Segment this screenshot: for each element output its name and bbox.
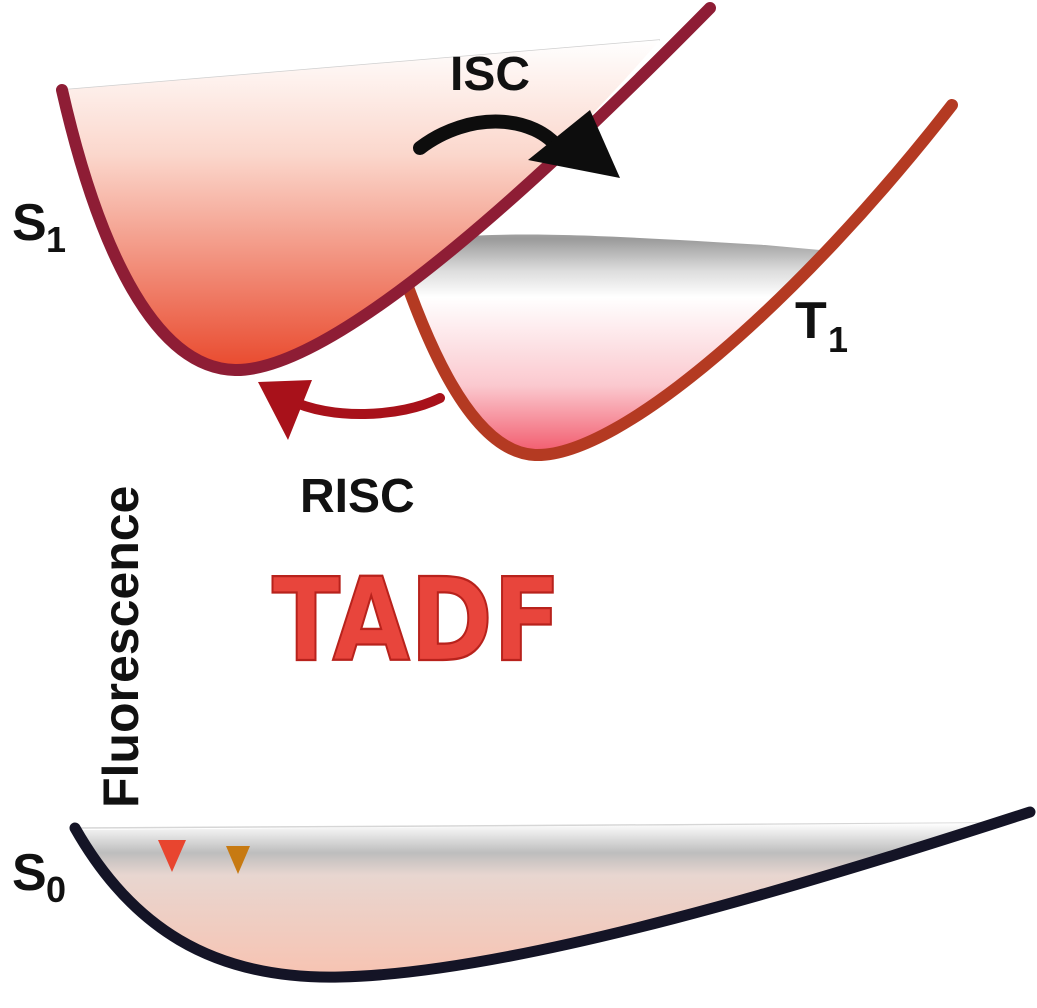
fluorescence-label: Fluorescence [93, 486, 149, 808]
s0-state [69, 806, 1036, 983]
s1-label: S [12, 194, 47, 252]
isc-arrow [413, 110, 620, 178]
t1-fill [378, 185, 820, 453]
s0-subscript: 0 [46, 869, 66, 910]
t1-subscript: 1 [828, 319, 848, 360]
t1-label: T [795, 292, 827, 350]
t1-state [369, 99, 958, 462]
s1-subscript: 1 [46, 219, 66, 260]
risc-label: RISC [300, 470, 415, 523]
t1-curve [369, 99, 958, 462]
s0-label: S [12, 844, 47, 902]
delayed-fluorescence-arrow [226, 378, 250, 874]
fluorescence-arrow [158, 362, 186, 872]
isc-label: ISC [450, 48, 530, 101]
s0-top-line [74, 822, 991, 829]
s0-curve [69, 806, 1036, 983]
tadf-title: TADF [272, 554, 561, 687]
s0-fill [80, 823, 990, 973]
risc-arrow [258, 380, 445, 440]
